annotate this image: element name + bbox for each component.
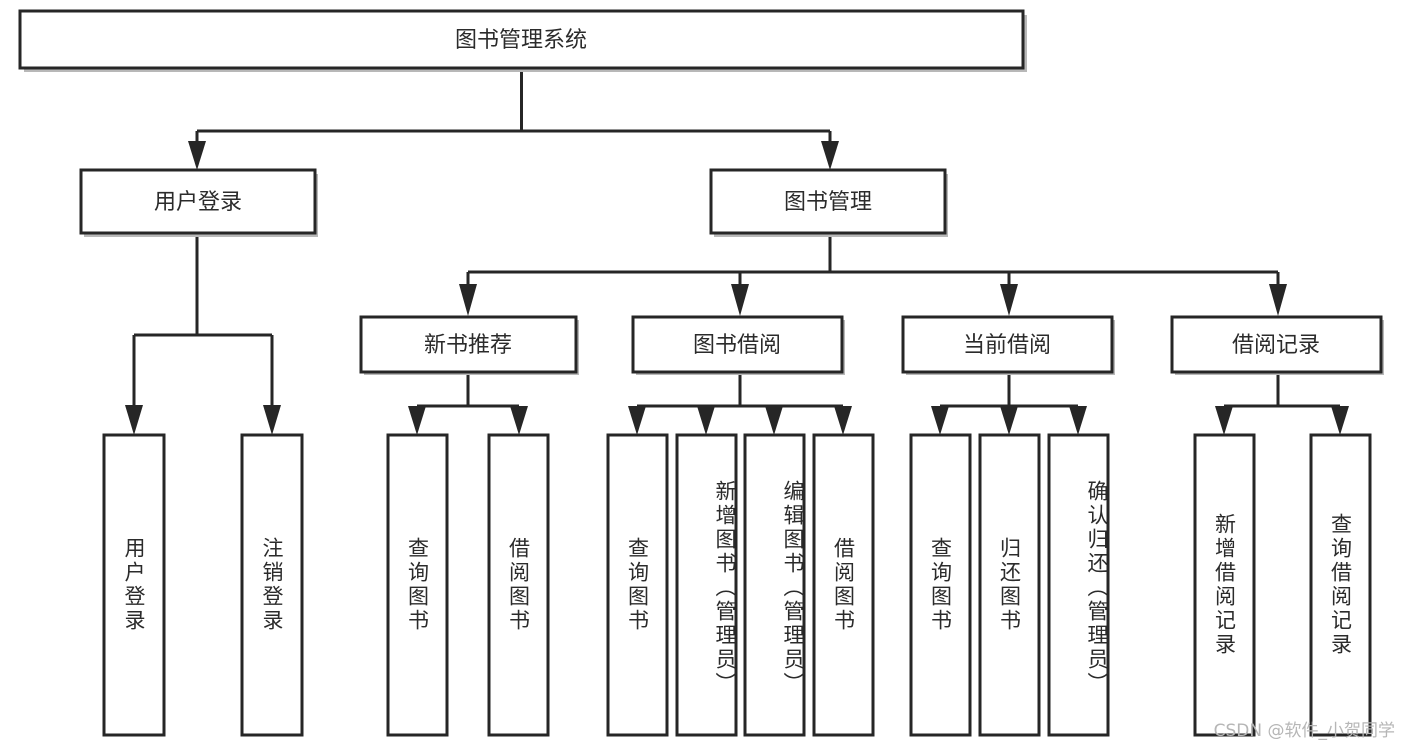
node-user-login-box[interactable] <box>79 168 317 235</box>
leaf-label-query-book-3: 查询图书 <box>928 537 953 633</box>
leaf-box-query-record[interactable] <box>1309 433 1372 737</box>
leaf-boxes <box>102 433 1372 737</box>
leaf-label-return-book: 归还图书 <box>997 537 1022 633</box>
arrow-head-current-borrow <box>1000 284 1018 316</box>
arrow-head-leaf-user-logout <box>263 405 281 435</box>
leaf-box-user-logout[interactable] <box>240 433 304 737</box>
node-borrow-record-box[interactable] <box>1170 315 1383 374</box>
leaf-label-user-logout: 注销登录 <box>260 537 285 633</box>
csdn-watermark: CSDN @软件_小贺同学 <box>1213 721 1395 741</box>
arrow-head-leaf-query-book-2 <box>628 406 646 435</box>
node-book-management[interactable]: 图书管理 <box>709 168 948 237</box>
leaf-label-confirm-return: 确认归还（管理员） <box>1085 480 1109 696</box>
arrow-head-leaf-return-book <box>1000 406 1018 435</box>
node-borrow-record-label: 借阅记录 <box>1232 333 1320 358</box>
node-book-borrow-box[interactable] <box>631 315 844 374</box>
connector-layer <box>125 69 1349 435</box>
leaf-label-borrow-book-1: 借阅图书 <box>506 537 531 633</box>
node-current-borrow[interactable]: 当前借阅 <box>901 315 1115 375</box>
node-book-borrow-label: 图书借阅 <box>693 333 781 358</box>
node-borrow-record[interactable]: 借阅记录 <box>1170 315 1384 375</box>
arrow-head-leaf-edit-book <box>765 406 783 435</box>
arrow-head-borrow-record <box>1269 284 1287 316</box>
arrow-head-leaf-borrow-book-1 <box>510 406 528 435</box>
leaf-label-add-record: 新增借阅记录 <box>1212 513 1237 657</box>
node-root[interactable]: 图书管理系统 <box>18 9 1027 72</box>
arrow-head-book-management <box>821 141 839 170</box>
node-new-book-recommend-box[interactable] <box>359 315 578 374</box>
arrow-head-leaf-confirm-return <box>1069 406 1087 435</box>
leaf-box-query-book-1[interactable] <box>386 433 449 737</box>
leaf-box-return-book[interactable] <box>978 433 1041 737</box>
arrow-head-leaf-query-book-1 <box>408 406 426 435</box>
leaf-box-add-record[interactable] <box>1193 433 1256 737</box>
leaf-box-borrow-book-2[interactable] <box>812 433 875 737</box>
leaf-box-edit-book[interactable] <box>743 433 806 737</box>
arrow-head-leaf-borrow-book-2 <box>834 406 852 435</box>
arrow-head-user-login <box>188 141 206 170</box>
node-book-management-box[interactable] <box>709 168 947 235</box>
node-user-login-label: 用户登录 <box>154 190 242 215</box>
node-layer: 图书管理系统 用户登录 图书管理 新书推荐 <box>18 9 1384 737</box>
arrow-head-leaf-query-book-3 <box>931 406 949 435</box>
leaf-box-query-book-3[interactable] <box>909 433 972 737</box>
node-book-management-label: 图书管理 <box>784 190 872 215</box>
node-root-label: 图书管理系统 <box>455 28 587 53</box>
arrow-head-new-book-recommend <box>459 284 477 316</box>
node-root-box[interactable] <box>18 9 1025 70</box>
leaf-label-query-book-2: 查询图书 <box>625 537 650 633</box>
leaf-label-add-book: 新增图书（管理员） <box>713 480 737 696</box>
arrow-head-leaf-user-login <box>125 405 143 435</box>
leaf-box-user-login[interactable] <box>102 433 166 737</box>
node-new-book-recommend-label: 新书推荐 <box>424 333 512 358</box>
leaf-label-borrow-book-2: 借阅图书 <box>831 537 856 633</box>
node-book-borrow[interactable]: 图书借阅 <box>631 315 845 375</box>
node-current-borrow-box[interactable] <box>901 315 1114 374</box>
arrow-head-leaf-query-record <box>1331 406 1349 435</box>
node-user-login[interactable]: 用户登录 <box>79 168 318 237</box>
leaf-label-query-record: 查询借阅记录 <box>1328 513 1353 657</box>
node-new-book-recommend[interactable]: 新书推荐 <box>359 315 579 375</box>
leaf-box-add-book[interactable] <box>675 433 738 737</box>
arrow-head-book-borrow <box>731 284 749 316</box>
leaf-label-user-login: 用户登录 <box>122 537 147 633</box>
node-current-borrow-label: 当前借阅 <box>963 333 1051 358</box>
leaf-box-confirm-return[interactable] <box>1047 433 1110 737</box>
leaf-box-borrow-book-1[interactable] <box>487 433 550 737</box>
leaf-label-query-book-1: 查询图书 <box>405 537 430 633</box>
arrow-head-leaf-add-record <box>1215 406 1233 435</box>
arrow-head-leaf-add-book <box>697 406 715 435</box>
leaf-label-edit-book: 编辑图书（管理员） <box>781 480 805 696</box>
leaf-box-query-book-2[interactable] <box>606 433 669 737</box>
